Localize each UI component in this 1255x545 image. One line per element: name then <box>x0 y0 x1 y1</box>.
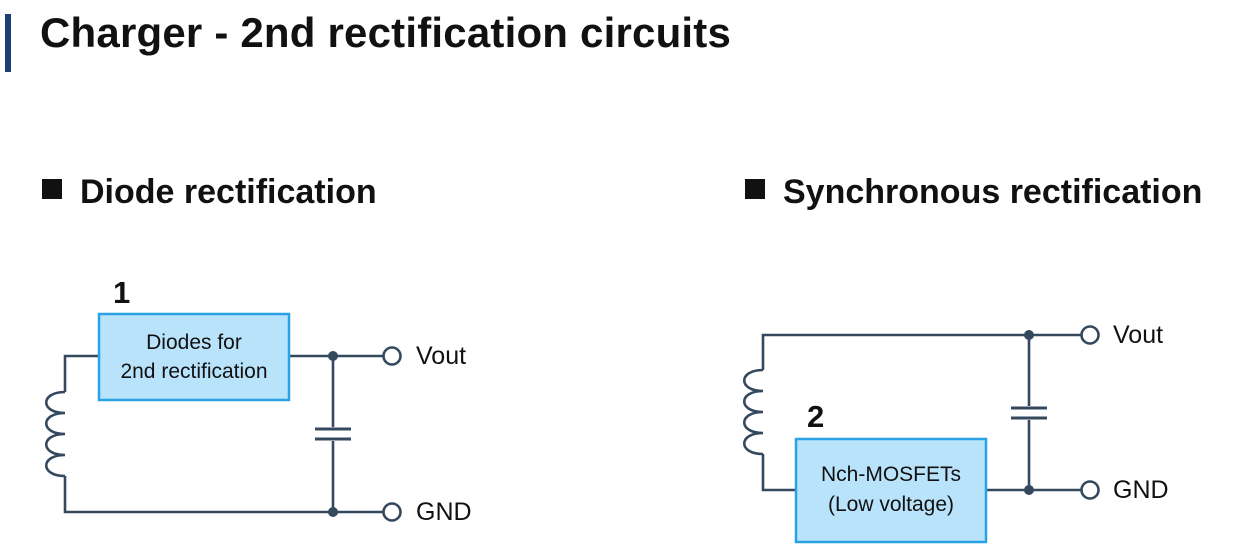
wire <box>63 476 383 514</box>
square-bullet-icon <box>745 179 765 199</box>
junction-dot <box>328 507 338 517</box>
diode-block <box>97 312 291 402</box>
mosfet-block-line-1: Nch-MOSFETs <box>821 463 961 486</box>
section-heading-diode-text: Diode rectification <box>80 173 377 211</box>
junction-dot <box>1024 330 1034 340</box>
inductor-coil <box>45 390 66 478</box>
junction-dot <box>328 351 338 361</box>
vout-label: Vout <box>1113 321 1163 349</box>
section-heading-diode: Diode rectification <box>42 173 377 211</box>
synchronous-rectification-circuit: Nch-MOSFETs (Low voltage) 2 Vout GND <box>743 321 1169 544</box>
terminal-vout <box>382 346 402 366</box>
diode-rectification-circuit: Diodes for 2nd rectification 1 Vout GND <box>45 275 472 526</box>
diode-block-line-2: 2nd rectification <box>120 360 267 383</box>
mosfet-block <box>794 437 988 544</box>
section-heading-synchronous-text: Synchronous rectification <box>783 173 1203 211</box>
inductor-coil <box>743 368 764 456</box>
terminal-gnd <box>382 502 402 522</box>
block-number-2: 2 <box>807 399 824 434</box>
terminal-gnd <box>1080 480 1100 500</box>
block-number-1: 1 <box>113 275 130 310</box>
section-heading-synchronous: Synchronous rectification <box>745 173 1203 211</box>
gnd-label: GND <box>1113 476 1169 504</box>
title-accent-bar <box>5 14 11 72</box>
gnd-label: GND <box>416 498 472 526</box>
mosfet-block-line-2: (Low voltage) <box>828 493 954 516</box>
page-title: Charger - 2nd rectification circuits <box>40 9 732 56</box>
junction-dot <box>1024 485 1034 495</box>
terminal-vout <box>1080 325 1100 345</box>
wire <box>63 354 98 392</box>
square-bullet-icon <box>42 179 62 199</box>
diode-block-line-1: Diodes for <box>146 331 242 354</box>
wire <box>761 454 795 492</box>
vout-label: Vout <box>416 342 466 370</box>
wire <box>761 333 1081 370</box>
